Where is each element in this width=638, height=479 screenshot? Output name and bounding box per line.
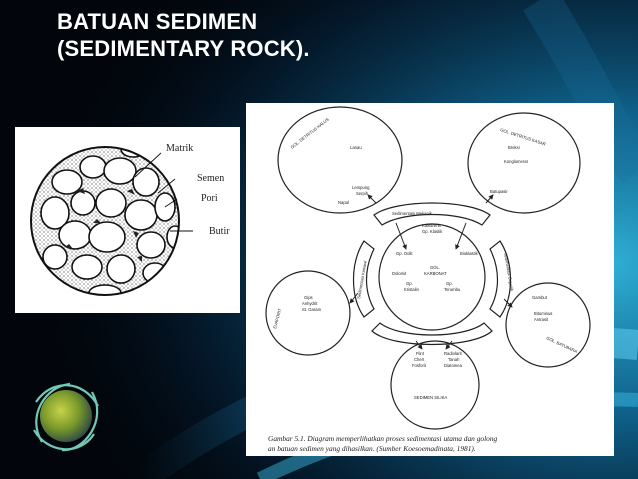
text-gp-klastik: Gp. Klastik <box>422 229 443 234</box>
text-sedimentasi-organik: Sedimentasi Organik <box>503 252 515 292</box>
text-sedimentasi-mekanik: Sedimentasi Mekanik <box>392 211 433 216</box>
text-gp-terumbu-1: Gp. <box>446 281 453 286</box>
text-sedimentasi-kimiawi: Sedimentasi Kimiawi <box>356 260 368 299</box>
text-serpih: Serpih <box>356 191 369 196</box>
title-detritus-kasar: GOL. DETRITUS KASAR <box>500 127 547 146</box>
title-detritus-halus: GOL. DETRITUS HALUS <box>290 117 330 150</box>
text-batupasir: Batupasir <box>490 189 508 194</box>
text-chert: Chert <box>414 357 425 362</box>
grain-circle <box>31 147 179 295</box>
classification-diagram: GOL. DETRITUS HALUS Lanau Lempung Serpih… <box>246 103 614 456</box>
title-line-2: (SEDIMENTARY ROCK). <box>57 36 310 61</box>
text-fosforit: Fosforit <box>412 363 427 368</box>
text-lempung: Lempung <box>352 185 370 190</box>
text-gp-oolit: Gp. Oolit <box>396 251 413 256</box>
text-anhydrit: Anhydrit <box>302 301 318 306</box>
text-dolomit: Dolomit <box>392 271 407 276</box>
circle-silika <box>390 340 480 430</box>
circle-detritus-halus <box>277 106 403 214</box>
text-bioklastik: Bioklastik <box>460 251 479 256</box>
circle-evaporit <box>265 270 351 356</box>
label-pori: Pori <box>201 193 218 204</box>
circle-karbonat <box>378 223 486 331</box>
slide-title: BATUAN SEDIMEN (SEDIMENTARY ROCK). <box>57 8 310 62</box>
text-diatomea: Diatomea <box>444 363 463 368</box>
caption-line-2: an batuan sedimen yang dihasilkan. (Sumb… <box>268 444 476 453</box>
text-kalkarenit: Kalkarenit <box>422 223 441 228</box>
text-flint: Flint <box>416 351 425 356</box>
text-gambut: Gambut <box>532 295 548 300</box>
text-napal: Napal <box>338 200 349 205</box>
text-gp-kristalin-1: Gp. <box>406 281 413 286</box>
caption-line-1: Gambar 5.1. Diagram memperlihatkan prose… <box>268 434 498 443</box>
text-bitumina: Bituminus <box>534 311 552 316</box>
grain-texture-figure: Matrik Semen Pori Butir <box>15 127 240 313</box>
circle-batubara <box>505 282 591 368</box>
text-lanau: Lanau <box>350 145 362 150</box>
title-evaporit: EVAPORIT <box>272 307 282 329</box>
title-batubara: GOL. BATUBARA <box>546 335 579 354</box>
text-st-garam: St. Garam <box>302 307 322 312</box>
label-matrik: Matrik <box>166 143 193 154</box>
text-gp-kristalin-2: Kristalin <box>404 287 420 292</box>
globe-logo-icon <box>22 372 110 460</box>
text-breksi: Breksi <box>508 145 520 150</box>
title-silika: SEDIMEN SILIKA <box>414 395 447 400</box>
text-radiolarit: Radiolarit <box>444 351 463 356</box>
text-gips: Gips <box>304 295 313 300</box>
text-tanah: Tanah <box>448 357 460 362</box>
text-konglomerat: Konglomerat <box>504 159 529 164</box>
label-butir: Butir <box>209 226 230 237</box>
text-karbonat: KARBONAT <box>424 271 447 276</box>
label-semen: Semen <box>197 173 224 184</box>
text-antrasit: Antrasit <box>534 317 549 322</box>
text-gp-terumbu-2: Terumbu <box>444 287 461 292</box>
title-line-1: BATUAN SEDIMEN <box>57 9 258 34</box>
text-gol: GOL. <box>430 265 440 270</box>
circle-detritus-kasar <box>467 112 581 214</box>
